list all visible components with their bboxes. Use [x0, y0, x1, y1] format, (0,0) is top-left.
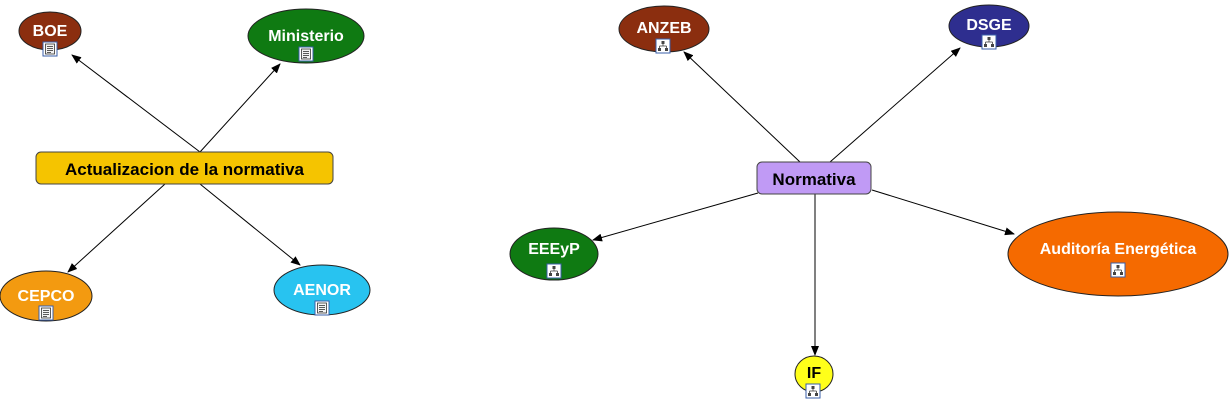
map-normativa: Normativa ANZEB DSGE — [509, 4, 1229, 399]
node-aenor-label: AENOR — [293, 282, 351, 299]
sitemap-icon[interactable] — [981, 34, 997, 50]
node-if[interactable]: IF — [794, 355, 834, 399]
document-icon[interactable] — [38, 305, 54, 321]
node-if-label: IF — [807, 365, 821, 382]
node-eeeyp-label: EEEyP — [528, 241, 580, 258]
connectors — [592, 47, 1015, 356]
node-cepco[interactable]: CEPCO — [0, 270, 93, 322]
node-eeeyp[interactable]: EEEyP — [509, 227, 599, 281]
node-aenor[interactable]: AENOR — [273, 264, 371, 316]
node-dsge-label: DSGE — [966, 17, 1012, 34]
edge-center-to-aenor — [199, 183, 301, 266]
edge-center-to-auditoria — [871, 189, 1015, 236]
sitemap-icon[interactable] — [805, 383, 821, 399]
node-dsge[interactable]: DSGE — [948, 4, 1030, 50]
sitemap-icon[interactable] — [546, 263, 562, 279]
node-ministerio-label: Ministerio — [268, 28, 344, 45]
node-boe[interactable]: BOE — [18, 11, 82, 57]
node-anzeb-label: ANZEB — [636, 20, 691, 37]
sitemap-icon[interactable] — [1110, 262, 1126, 278]
node-auditoria-label: Auditoría Energética — [1040, 241, 1197, 258]
center-node-label: Normativa — [772, 170, 856, 189]
center-node-label: Actualizacion de la normativa — [65, 160, 305, 179]
edge-center-to-dsge — [829, 47, 961, 163]
sitemap-icon[interactable] — [655, 38, 671, 54]
edge-center-to-eeeyp — [592, 192, 759, 242]
node-ministerio[interactable]: Ministerio — [247, 8, 365, 64]
document-icon[interactable] — [42, 41, 58, 57]
node-auditoria-energetica[interactable]: Auditoría Energética — [1007, 211, 1229, 297]
node-boe-label: BOE — [33, 23, 68, 40]
node-cepco-label: CEPCO — [18, 288, 75, 305]
edge-center-to-anzeb — [683, 51, 801, 163]
connectors — [67, 54, 301, 273]
edge-center-to-ministerio — [199, 63, 281, 153]
map-actualizacion: Actualizacion de la normativa BOE Minist… — [0, 8, 371, 322]
node-anzeb[interactable]: ANZEB — [618, 5, 710, 54]
document-icon[interactable] — [298, 46, 314, 62]
edge-center-to-cepco — [67, 183, 166, 273]
document-icon[interactable] — [314, 300, 330, 316]
center-node-normativa[interactable]: Normativa — [756, 161, 872, 195]
edge-center-to-boe — [71, 54, 201, 153]
center-node-actualizacion[interactable]: Actualizacion de la normativa — [35, 151, 334, 185]
